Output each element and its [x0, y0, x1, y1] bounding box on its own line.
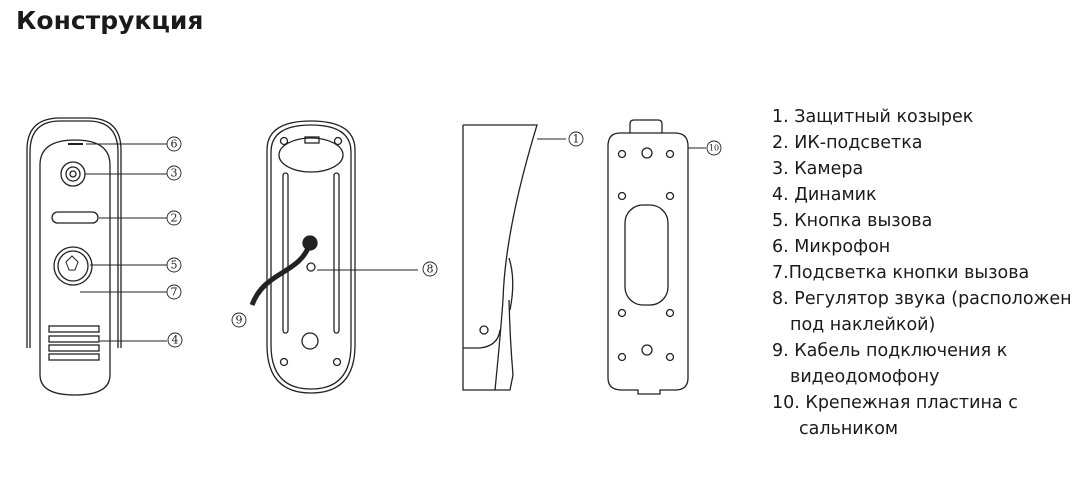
- legend-item: 2. ИК-подсветка: [772, 133, 923, 153]
- callout-1: 1: [568, 131, 584, 147]
- svg-text:3: 3: [171, 167, 178, 180]
- svg-text:4: 4: [172, 334, 179, 347]
- legend-item: 6. Микрофон: [772, 237, 891, 257]
- callout-10: 10: [706, 140, 722, 156]
- svg-text:10: 10: [709, 144, 719, 153]
- callout-9: 9: [231, 312, 247, 328]
- svg-text:8: 8: [427, 263, 434, 276]
- parts-legend: 1. Защитный козырек 2. ИК-подсветка 3. К…: [772, 104, 1072, 442]
- svg-text:5: 5: [171, 259, 178, 272]
- camera-icon: [60, 161, 86, 187]
- legend-item: 7.Подсветка кнопки вызова: [772, 263, 1030, 283]
- callout-6: 6: [166, 136, 182, 152]
- legend-item: 3. Камера: [772, 159, 864, 179]
- legend-item: 1. Защитный козырек: [772, 107, 974, 127]
- callout-3: 3: [166, 165, 182, 181]
- legend-item: 9. Кабель подключения к: [772, 341, 1008, 361]
- svg-text:9: 9: [236, 314, 243, 327]
- call-button-icon: [53, 246, 93, 286]
- callout-5: 5: [166, 257, 182, 273]
- legend-item: 4. Динамик: [772, 185, 877, 205]
- svg-text:6: 6: [171, 138, 178, 151]
- mounting-plate: [607, 119, 706, 395]
- page-title: Конструкция: [16, 6, 204, 35]
- legend-item-continuation: видеодомофону: [790, 367, 940, 387]
- svg-text:1: 1: [573, 133, 580, 146]
- back-view: [249, 120, 418, 394]
- callout-4: 4: [167, 332, 183, 348]
- legend-item-continuation: сальником: [799, 419, 899, 439]
- callout-8: 8: [422, 261, 438, 277]
- legend-item: 8. Регулятор звука (расположен: [772, 289, 1072, 309]
- speaker-icon: [48, 325, 100, 333]
- side-view: [462, 124, 566, 391]
- svg-text:2: 2: [171, 212, 178, 225]
- callout-2: 2: [166, 210, 182, 226]
- ir-led-icon: [51, 211, 99, 224]
- front-view: [26, 117, 167, 396]
- legend-item: 10. Крепежная пластина с: [772, 393, 1018, 413]
- callout-7: 7: [166, 284, 182, 300]
- legend-item: 5. Кнопка вызова: [772, 211, 933, 231]
- svg-text:7: 7: [171, 286, 178, 299]
- legend-item-continuation: под наклейкой): [790, 315, 936, 335]
